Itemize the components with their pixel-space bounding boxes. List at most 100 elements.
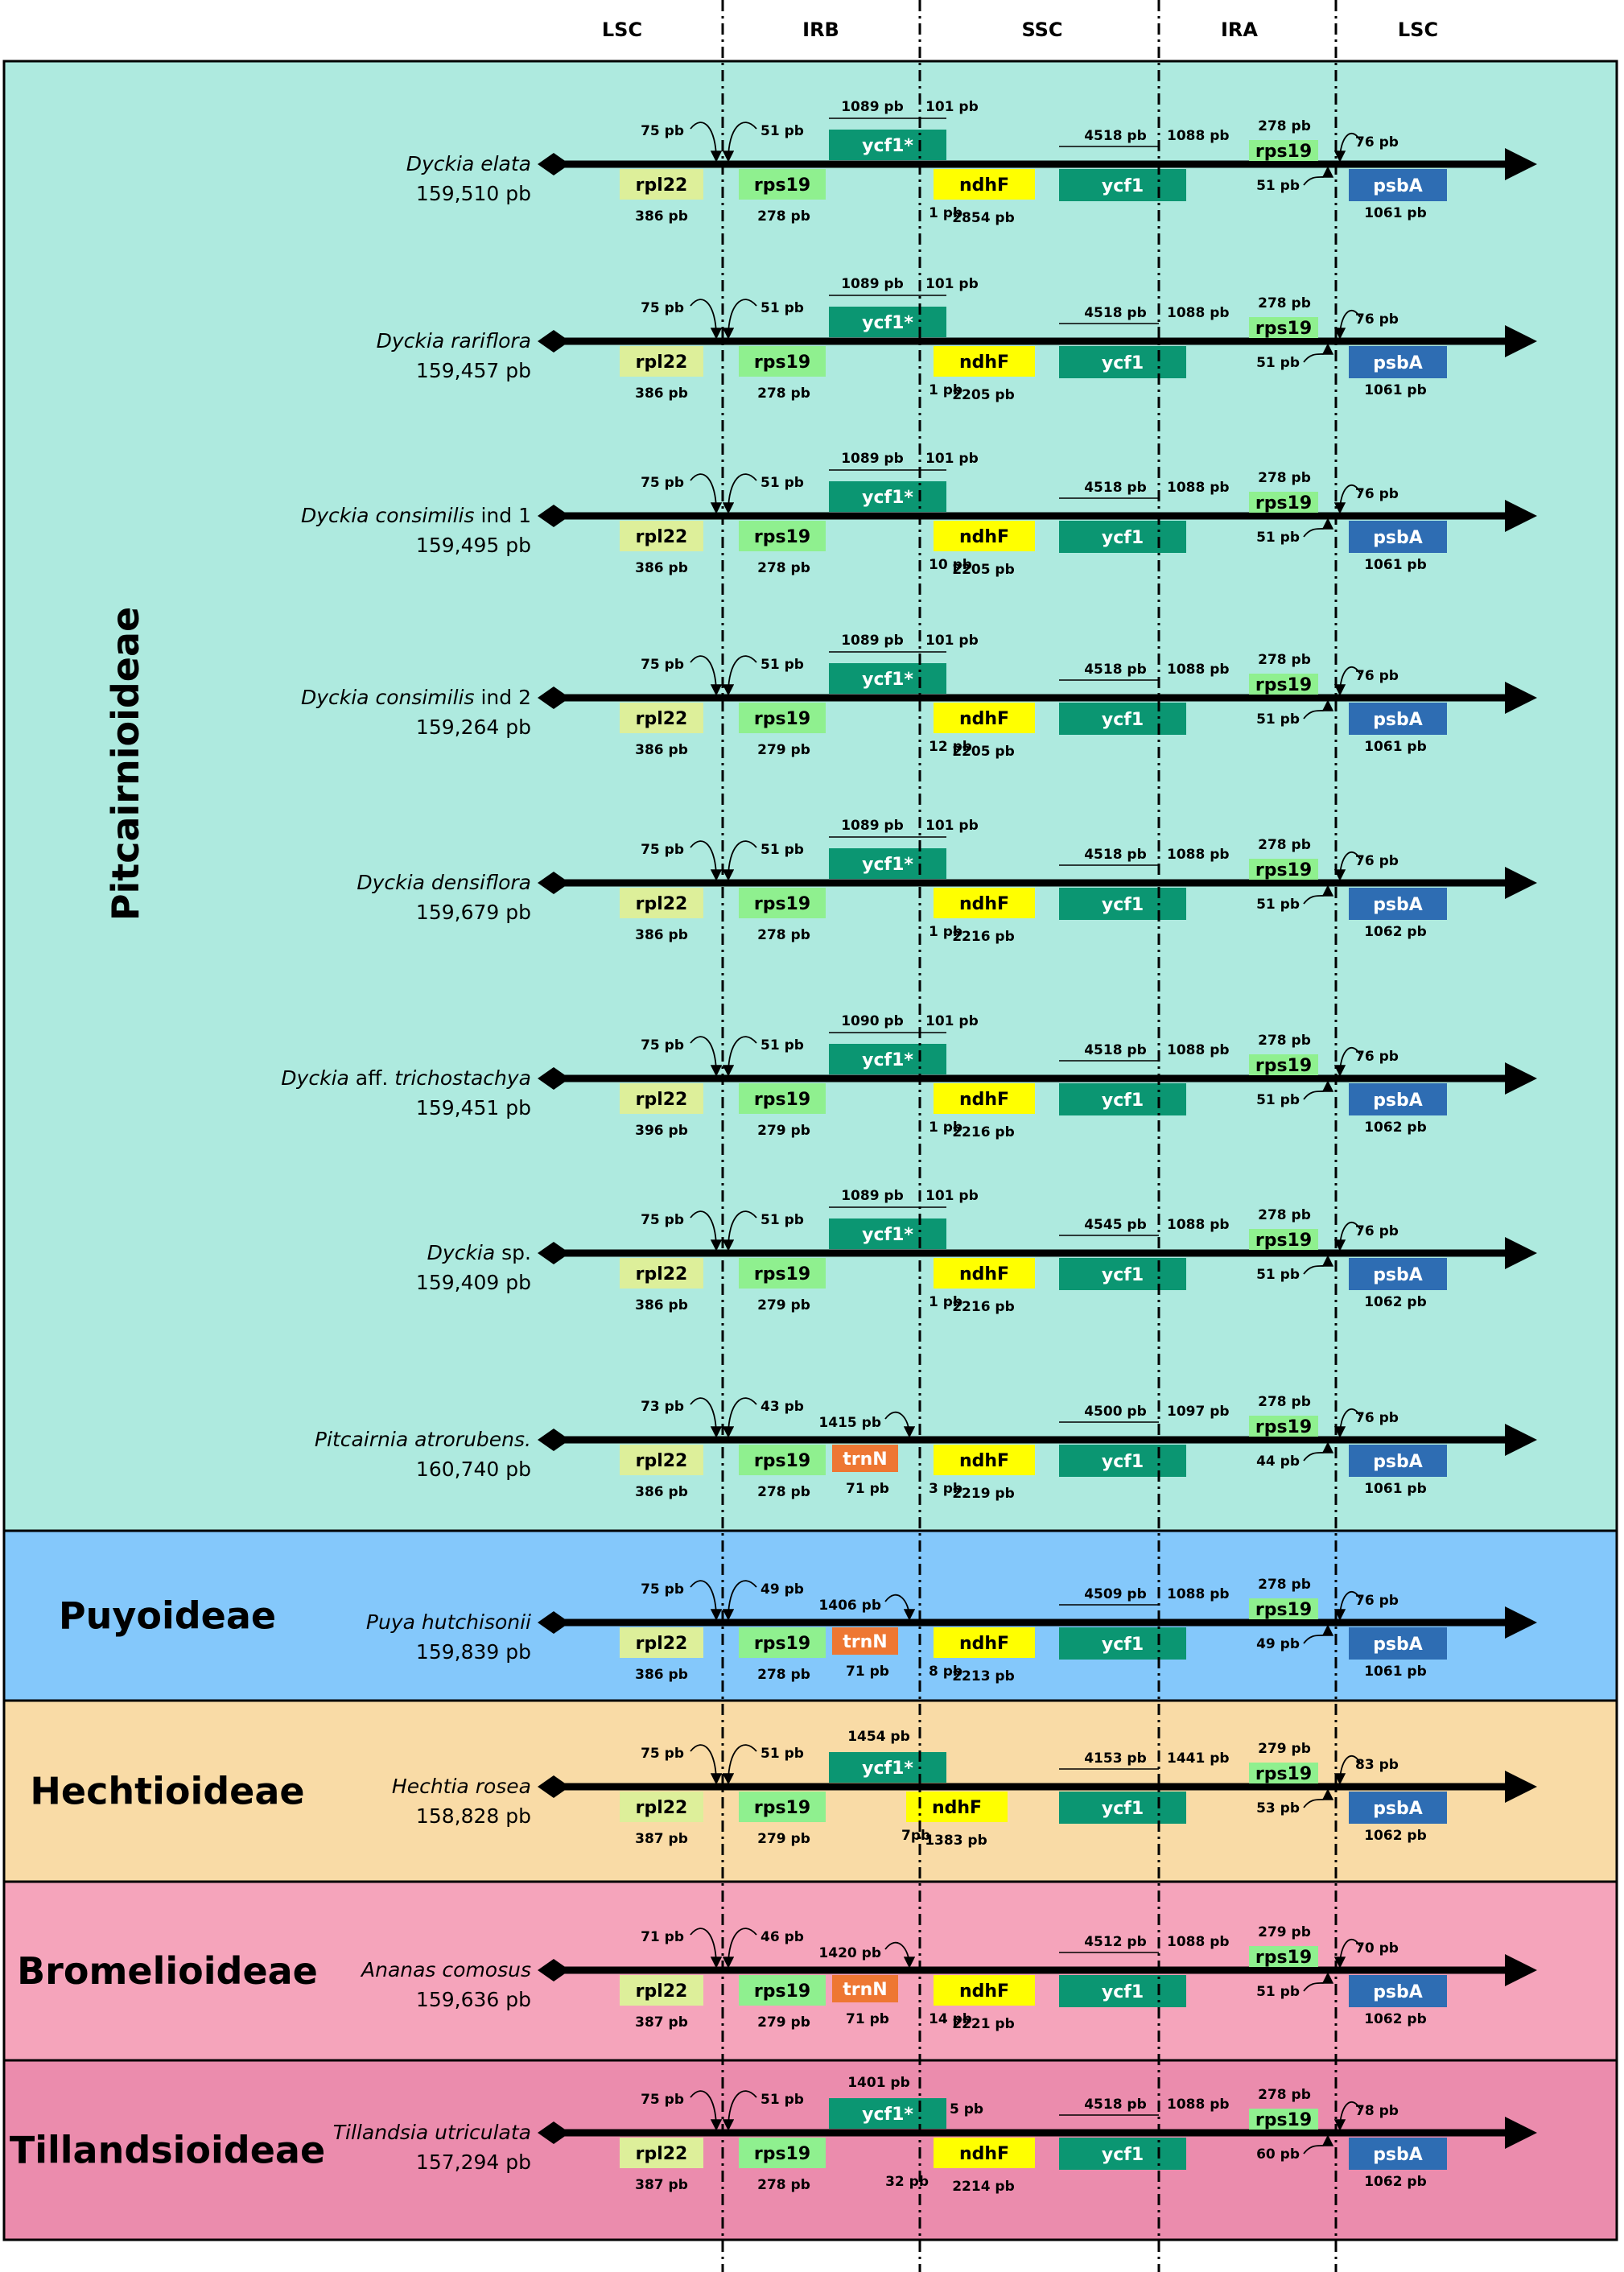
rps19-ira-gene-label: rps19 [1255, 1764, 1312, 1784]
junction-size: 51 pb [760, 1037, 804, 1054]
size-label: 70 pb [1355, 1940, 1399, 1957]
rps19-ira-gene-label: rps19 [1255, 2110, 1312, 2130]
rpl22-gene-label: rpl22 [636, 1634, 688, 1654]
region-label-irb: IRB [802, 19, 839, 41]
size-label: 1 pb [929, 1120, 962, 1136]
ycf1-star-gene-label: ycf1* [862, 855, 913, 875]
genome-size: 157,294 pb [416, 2150, 531, 2174]
rpl22-gene-label: rpl22 [636, 1981, 688, 2002]
size-label: 278 pb [1258, 1207, 1311, 1223]
ycf1-star-gene-box [829, 481, 946, 512]
junction-arrow [884, 1594, 916, 1621]
junction-arrow [690, 299, 723, 340]
ndhF-gene-label: ndhF [959, 1981, 1009, 2002]
size-label: 101 pb [925, 99, 979, 115]
species-name: Dyckia aff. trichostachya [281, 1066, 531, 1090]
junction-size: 46 pb [760, 1929, 804, 1945]
rps19-ira-gene-box [1249, 1946, 1318, 1967]
junction-arrow [722, 1580, 757, 1621]
rps19-ira-gene-label: rps19 [1255, 142, 1312, 162]
size-label: 1 pb [929, 382, 962, 398]
junction-arrow [722, 1036, 757, 1077]
junction-size: 71 pb [641, 1929, 684, 1945]
size-label: 386 pb [635, 208, 688, 225]
size-label: 1401 pb [847, 2075, 910, 2091]
genome-size: 159,409 pb [416, 1271, 531, 1294]
size-label: 1088 pb [1167, 305, 1230, 321]
psbA-gene-label: psbA [1373, 1982, 1423, 2002]
rpl22-gene-box [620, 1975, 703, 2006]
junction-arrow [690, 1580, 723, 1621]
size-label: 278 pb [757, 386, 810, 402]
junction-arrow [690, 1036, 723, 1077]
trnN-gene-box [832, 1445, 898, 1472]
rps19-gene-label: rps19 [754, 1264, 810, 1284]
size-label: 1088 pb [1167, 1934, 1230, 1950]
ycf1-star-gene-label: ycf1* [862, 2105, 913, 2125]
rpl22-gene-box [620, 888, 703, 918]
junction-size: 51 pb [760, 300, 804, 316]
size-label: 76 pb [1355, 134, 1399, 151]
psbA-gene-label: psbA [1373, 353, 1423, 373]
ycf1-gene-box [1059, 169, 1186, 201]
ycf1-star-gene-box [829, 1752, 946, 1783]
rpl22-gene-box [620, 1445, 703, 1475]
size-label: 101 pb [925, 1188, 979, 1204]
genome-size: 159,636 pb [416, 1988, 531, 2011]
size-label: 1062 pb [1364, 2174, 1427, 2190]
rps19-gene-box [739, 1445, 826, 1475]
junction-arrow [884, 1941, 916, 1969]
size-label: 51 pb [1256, 355, 1300, 371]
size-label: 1088 pb [1167, 1042, 1230, 1058]
junction-arrow [722, 1928, 757, 1969]
ycf1-star-gene-label: ycf1* [862, 1225, 913, 1245]
ndhF-gene-box [934, 888, 1035, 918]
genome-start-diamond [538, 1242, 570, 1264]
rps19-ira-gene-box [1249, 492, 1318, 513]
size-label: 1 pb [929, 205, 962, 221]
size-label: 279 pb [757, 1831, 810, 1847]
junction-arrow [722, 122, 757, 163]
genome-start-diamond [538, 1067, 570, 1090]
ycf1-gene-label: ycf1 [1102, 353, 1144, 373]
psbA-gene-box [1349, 1975, 1447, 2007]
size-label: 278 pb [1258, 1394, 1311, 1410]
psbA-gene-box [1349, 1792, 1447, 1824]
ycf1-star-gene-label: ycf1* [862, 136, 913, 156]
junction-size: 75 pb [641, 475, 684, 491]
ycf1-star-gene-box [829, 307, 946, 337]
ycf1-star-gene-label: ycf1* [862, 488, 913, 508]
size-label: 386 pb [635, 742, 688, 758]
ndhF-gene-box [934, 1627, 1035, 1658]
rpl22-gene-label: rpl22 [636, 175, 688, 196]
junction-size: 75 pb [641, 1037, 684, 1054]
species-name: Dyckia elata [406, 152, 531, 175]
ycf1-gene-label: ycf1 [1102, 1982, 1144, 2002]
junction-arrow [722, 1397, 757, 1438]
size-label: 76 pb [1355, 1049, 1399, 1065]
genome-start-diamond [538, 330, 570, 353]
genome-end-arrow [1505, 1771, 1537, 1803]
rps19-gene-box [739, 888, 826, 918]
rps19-gene-label: rps19 [754, 1451, 810, 1471]
size-label: 278 pb [1258, 837, 1311, 853]
rps19-gene-label: rps19 [754, 2144, 810, 2164]
region-label-ira: IRA [1221, 19, 1258, 41]
genome-size: 159,679 pb [416, 901, 531, 924]
junction-arrow [1303, 166, 1334, 186]
junction-arrow [1333, 1591, 1361, 1621]
size-label: 71 pb [846, 2011, 889, 2027]
species-name: Puya hutchisonii [366, 1610, 531, 1634]
size-label: 71 pb [846, 1664, 889, 1680]
size-label: 279 pb [757, 742, 810, 758]
genome-start-diamond [538, 1775, 570, 1798]
size-label: 7pb [901, 1828, 930, 1844]
ndhF-gene-box [934, 1258, 1035, 1289]
size-label: 2214 pb [952, 2179, 1015, 2195]
size-label: 4518 pb [1084, 128, 1147, 144]
psbA-gene-box [1349, 2138, 1447, 2170]
genome-start-diamond [538, 505, 570, 527]
size-label: 4518 pb [1084, 480, 1147, 496]
junction-arrow [1333, 666, 1361, 696]
